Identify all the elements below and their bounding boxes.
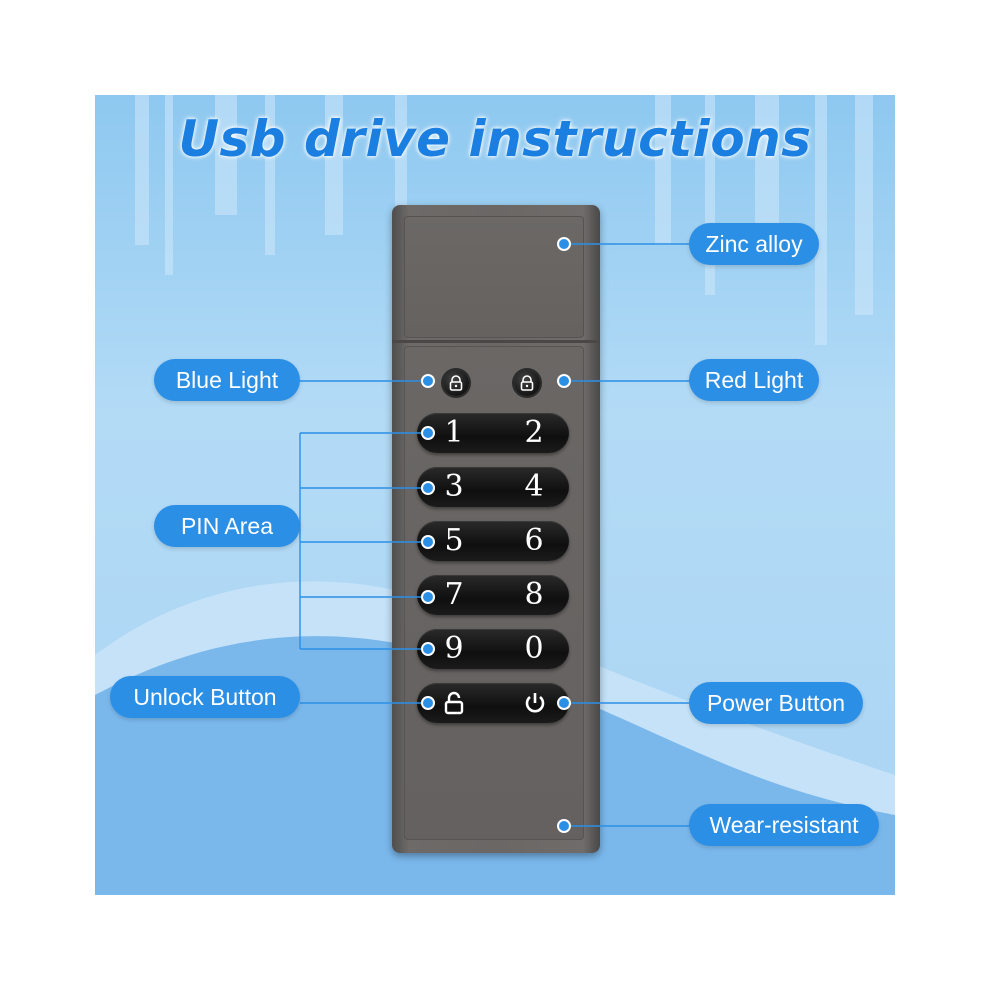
key-digit: 4 bbox=[524, 469, 544, 504]
drive-cap bbox=[404, 216, 584, 338]
callout-dot bbox=[421, 481, 435, 495]
keypad-key-9-0[interactable]: 9 0 bbox=[417, 629, 569, 669]
label-blue-light: Blue Light bbox=[154, 359, 300, 401]
label-pin-area: PIN Area bbox=[154, 505, 300, 547]
page-title: Usb drive instructions bbox=[178, 110, 812, 168]
key-digit: 5 bbox=[444, 523, 464, 558]
cap-seam bbox=[392, 340, 600, 343]
keypad-key-1-2[interactable]: 1 2 bbox=[417, 413, 569, 453]
callout-dot bbox=[557, 696, 571, 710]
key-digit: 6 bbox=[524, 523, 544, 558]
lock-icon bbox=[449, 375, 463, 391]
callout-dot bbox=[421, 642, 435, 656]
callout-dot bbox=[421, 374, 435, 388]
label-red-light: Red Light bbox=[689, 359, 819, 401]
key-digit: 1 bbox=[444, 415, 464, 450]
callout-dot bbox=[421, 590, 435, 604]
keypad-key-unlock-power[interactable] bbox=[417, 683, 569, 723]
red-light-led bbox=[514, 370, 540, 396]
label-power-button: Power Button bbox=[689, 682, 863, 724]
callout-dot bbox=[557, 819, 571, 833]
lock-icon bbox=[520, 375, 534, 391]
callout-dot bbox=[557, 374, 571, 388]
label-wear-resistant: Wear-resistant bbox=[689, 804, 879, 846]
label-unlock-button: Unlock Button bbox=[110, 676, 300, 718]
keypad-key-3-4[interactable]: 3 4 bbox=[417, 467, 569, 507]
callout-dot bbox=[421, 696, 435, 710]
key-digit: 9 bbox=[444, 631, 464, 666]
power-icon bbox=[525, 693, 545, 713]
key-digit: 7 bbox=[444, 577, 464, 612]
key-digit: 8 bbox=[524, 577, 544, 612]
callout-dot bbox=[557, 237, 571, 251]
blue-light-led bbox=[443, 370, 469, 396]
keypad-key-7-8[interactable]: 7 8 bbox=[417, 575, 569, 615]
key-digit: 2 bbox=[524, 415, 544, 450]
callout-dot bbox=[421, 426, 435, 440]
label-zinc-alloy: Zinc alloy bbox=[689, 223, 819, 265]
keypad-key-5-6[interactable]: 5 6 bbox=[417, 521, 569, 561]
key-digit: 0 bbox=[524, 631, 544, 666]
unlock-icon bbox=[444, 691, 464, 715]
key-digit: 3 bbox=[444, 469, 464, 504]
callout-dot bbox=[421, 535, 435, 549]
